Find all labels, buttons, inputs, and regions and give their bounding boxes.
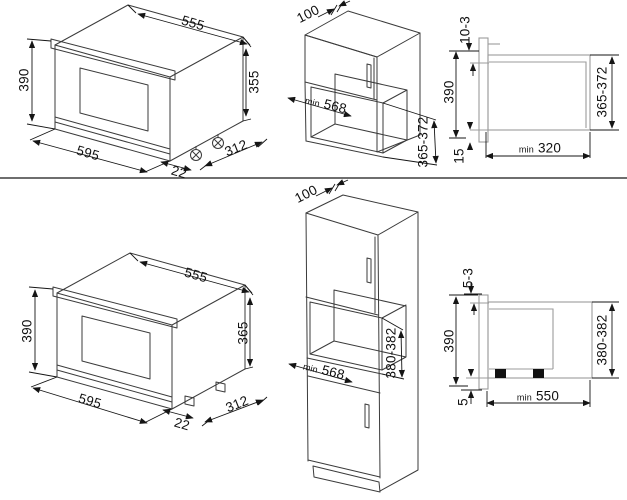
dim-bottom-oven-body-height: 365: [235, 321, 251, 345]
lower-door-handle: [364, 403, 370, 429]
adjustable-foot-icon: [190, 146, 202, 161]
oven-foot: [533, 369, 544, 378]
dim-top-section-min-depth: min 320: [518, 140, 562, 156]
dim-bottom-section-niche-height: 380-382: [594, 314, 610, 366]
dim-top-section-bottom-overlap: 15: [451, 148, 467, 164]
door-handle-hatch: [50, 38, 176, 81]
oven-foot: [215, 381, 226, 393]
bottom-oven-isometric-drawing: [28, 252, 268, 427]
dim-top-section-top-gap: 10-3: [457, 16, 473, 44]
dim-top-oven-body-height: 355: [246, 70, 262, 94]
dim-top-cabinet-niche-height: 365-372: [415, 116, 431, 168]
dim-bottom-section-front-height: 390: [441, 329, 457, 353]
bottom-niche-section-drawing: [449, 283, 619, 407]
niche-opening: [309, 301, 383, 371]
door-handle-hatch: [52, 286, 178, 329]
top-wall-cabinet-drawing: [287, 0, 439, 166]
top-niche-section-drawing: [449, 37, 619, 160]
oven-foot: [184, 395, 195, 407]
dim-bottom-cabinet-niche-height: 380-382: [383, 327, 399, 379]
dim-top-oven-front-height: 390: [16, 68, 32, 92]
dim-top-section-front-height: 390: [441, 80, 457, 104]
cabinet-door-handle: [366, 63, 372, 89]
top-oven-isometric-drawing: [26, 4, 268, 174]
dim-bottom-section-top-gap: 5-3: [460, 267, 476, 289]
door-window: [81, 315, 151, 380]
dim-bottom-section-bottom-gap: 5: [455, 398, 471, 406]
dim-bottom-section-min-width: min 550: [516, 388, 560, 404]
dim-bottom-oven-front-height: 390: [19, 319, 35, 343]
upper-door-handle: [366, 257, 372, 284]
bottom-column-cabinet-drawing: [288, 179, 419, 493]
plinth: [312, 465, 381, 493]
oven-foot: [495, 369, 506, 378]
dim-top-section-niche-height: 365-372: [594, 66, 610, 118]
door-window: [79, 67, 149, 132]
